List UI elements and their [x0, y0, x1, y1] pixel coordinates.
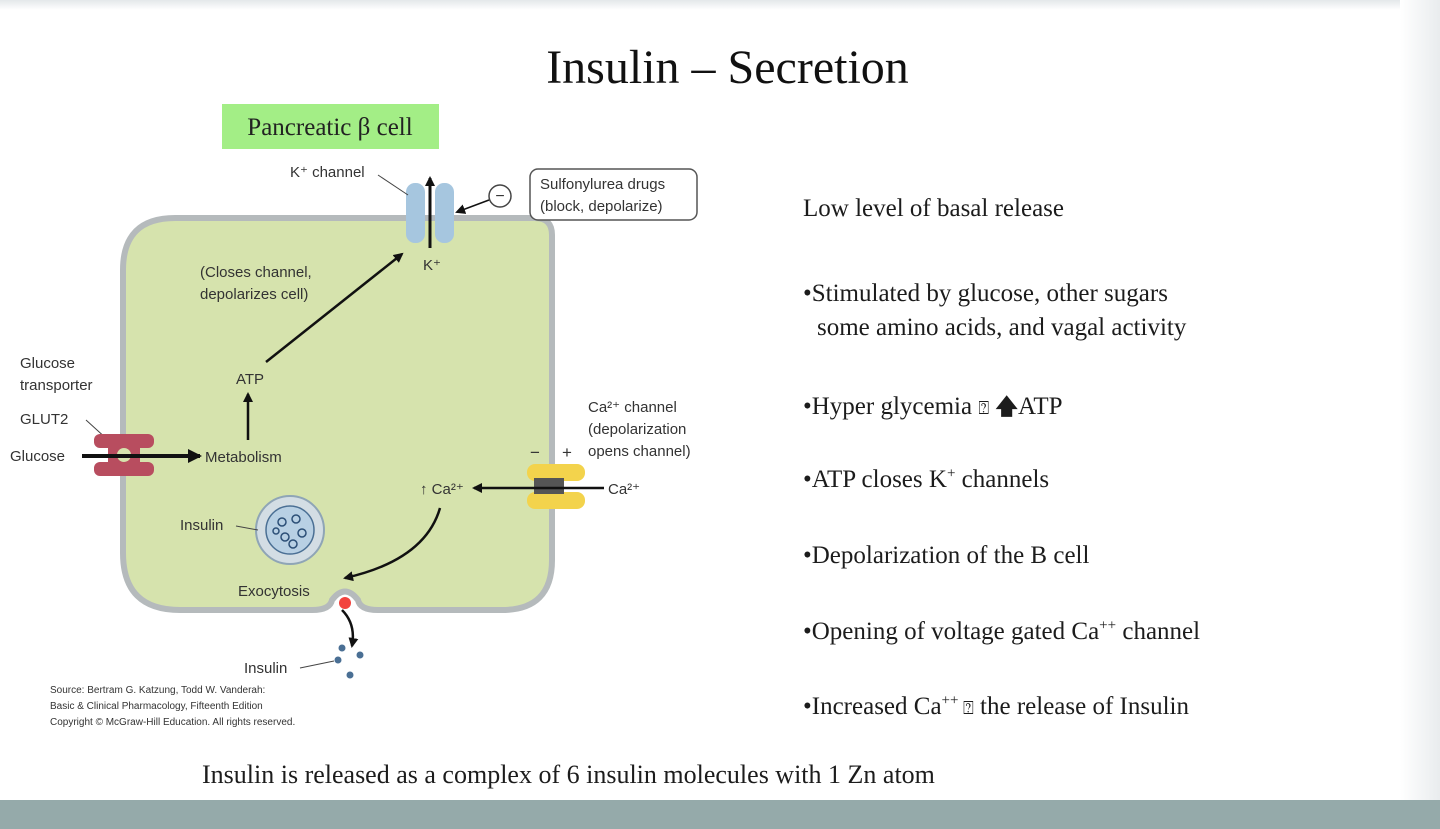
bullet-stimulated-line-1: •Stimulated by glucose, other sugars: [803, 280, 1168, 307]
transporter-line-2: transporter: [20, 377, 93, 394]
insulin-granule-leader: [235, 525, 259, 531]
insulin-granule-label: Insulin: [180, 517, 223, 534]
bullet-stimulated: •Stimulated by glucose, other sugars: [803, 280, 1168, 308]
atp-to-k-arrow: [265, 252, 404, 363]
transporter-line-1: Glucose: [20, 355, 75, 372]
bullet-stimulated-line-2: some amino acids, and vagal activity: [817, 314, 1187, 341]
bullet-ca-channel-sup: ++: [1099, 617, 1117, 634]
insulin-released-leader: [299, 660, 335, 669]
top-rule: [0, 0, 1440, 10]
slide-footer-note: Insulin is released as a complex of 6 in…: [202, 760, 935, 789]
ca-minus-sign: −: [530, 443, 540, 462]
bullet-atp-closes-text: •ATP closes K: [803, 466, 947, 493]
drug-line-2: (block, depolarize): [540, 198, 663, 215]
bullet-increased-ca-sup: ++: [941, 692, 959, 709]
bullet-hyperglycemia-atp: ATP: [1018, 393, 1063, 420]
ca-channel-line-1: Ca²⁺ channel: [588, 399, 677, 416]
ca-outside-label: Ca²⁺: [608, 481, 640, 498]
source-line-1: Source: Bertram G. Katzung, Todd W. Vand…: [50, 685, 265, 696]
slide-edge-shadow: [1400, 0, 1440, 800]
bullet-ca-channel: •Opening of voltage gated Ca++ channel: [803, 618, 1200, 646]
bullet-increased-ca-text: •Increased Ca: [803, 693, 942, 720]
slide-title: Insulin – Secretion: [546, 41, 909, 94]
release-arrow: [341, 609, 359, 648]
ca-to-exocytosis-arrow: [343, 507, 442, 582]
beta-cell-body: [120, 215, 555, 613]
bullet-atp-closes-end: channels: [955, 466, 1050, 493]
insulin-released-label: Insulin: [244, 660, 287, 677]
bullet-hyperglycemia: •Hyper glycemia ⍰ 🡅ATP: [803, 390, 1063, 428]
bullet-increased-ca: •Increased Ca++ ⍰ the release of Insulin: [803, 693, 1189, 721]
bullet-ca-channel-end: channel: [1116, 618, 1201, 645]
closes-channel-line-1: (Closes channel,: [200, 264, 312, 281]
bullet-hyperglycemia-text: •Hyper glycemia: [803, 393, 979, 420]
drug-line-1: Sulfonylurea drugs: [540, 176, 665, 193]
k-channel-label: K⁺ channel: [290, 164, 365, 181]
bullet-atp-closes-sup: +: [946, 465, 956, 482]
missing-glyph-icon: ⍰: [958, 698, 974, 718]
k-channel-leader: [377, 174, 409, 196]
k-ion-label: K⁺: [423, 257, 441, 274]
inhibit-sign-icon: [488, 184, 512, 208]
missing-glyph-icon: ⍰: [978, 398, 990, 418]
bullet-stimulated-cont: some amino acids, and vagal activity: [817, 314, 1186, 342]
bullet-basal-release: Low level of basal release: [803, 195, 1064, 222]
glut2-label: GLUT2: [20, 411, 68, 428]
glucose-label: Glucose: [10, 448, 65, 465]
metabolism-label: Metabolism: [205, 449, 282, 466]
bullet-depolarization: •Depolarization of the B cell: [803, 542, 1090, 569]
source-line-3: Copyright © McGraw-Hill Education. All r…: [50, 717, 295, 728]
closes-channel-line-2: depolarizes cell): [200, 286, 308, 303]
bottom-bar: [0, 800, 1440, 829]
inhibit-sign: −: [495, 188, 504, 205]
ca-plus-sign: +: [562, 443, 572, 462]
atp-label: ATP: [236, 371, 264, 388]
drug-arrow: [455, 199, 490, 214]
ca-inside-label: ↑ Ca²⁺: [420, 481, 464, 498]
exocytosis-label: Exocytosis: [238, 583, 310, 600]
bullet-atp-closes: •ATP closes K+ channels: [803, 466, 1049, 494]
ca-channel-icon: [527, 464, 585, 509]
bullet-ca-channel-text: •Opening of voltage gated Ca: [803, 618, 1100, 645]
cell-label: Pancreatic β cell: [247, 114, 412, 141]
drug-box: [529, 168, 698, 221]
ca-channel-line-2: (depolarization: [588, 421, 686, 438]
insulin-secretion-diagram: Pancreatic β cell K⁺ channel K⁺ − Sulfon…: [0, 100, 730, 740]
k-channel-icon: [406, 176, 454, 248]
source-line-2: Basic & Clinical Pharmacology, Fifteenth…: [50, 701, 263, 712]
bullet-increased-ca-end: the release of Insulin: [973, 693, 1189, 720]
up-arrow-icon: 🡅: [995, 395, 1019, 420]
insulin-granule-icon: [255, 495, 325, 565]
released-insulin-icon: [334, 644, 364, 679]
ca-channel-line-3: opens channel): [588, 443, 691, 460]
exocytosis-site-dot: [339, 597, 351, 609]
cell-label-box: [222, 104, 439, 149]
